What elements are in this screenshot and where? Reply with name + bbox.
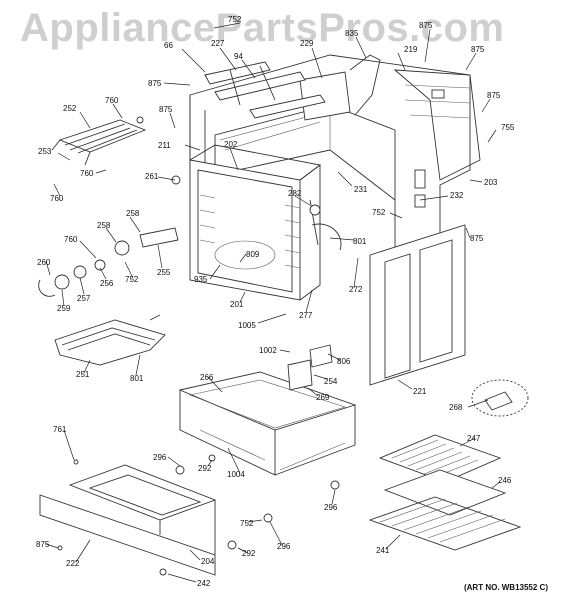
label-752-top: 752 xyxy=(228,15,242,24)
rear-panel xyxy=(393,69,481,208)
label-875-g: 875 xyxy=(36,540,50,549)
label-252: 252 xyxy=(63,104,77,113)
label-211: 211 xyxy=(158,141,171,150)
label-204: 204 xyxy=(201,557,215,566)
label-752-bottom: 752 xyxy=(240,519,254,528)
label-257: 257 xyxy=(77,294,91,303)
leader-lines xyxy=(45,22,501,583)
label-268: 268 xyxy=(449,403,463,412)
broil-pan xyxy=(378,434,507,516)
label-1002: 1002 xyxy=(259,346,277,355)
label-296-a: 296 xyxy=(153,453,167,462)
label-253: 253 xyxy=(38,147,52,156)
label-875-c: 875 xyxy=(471,45,485,54)
label-296-b: 296 xyxy=(324,503,338,512)
label-875-f: 875 xyxy=(470,234,484,243)
label-806: 806 xyxy=(337,357,351,366)
label-66: 66 xyxy=(164,41,173,50)
label-231: 231 xyxy=(354,185,368,194)
label-809: 809 xyxy=(246,250,260,259)
label-282: 282 xyxy=(288,189,302,198)
label-201: 201 xyxy=(230,300,244,309)
label-875-a: 875 xyxy=(148,79,162,88)
label-1005: 1005 xyxy=(238,321,256,330)
screws xyxy=(57,175,340,576)
label-755: 755 xyxy=(501,123,515,132)
label-219: 219 xyxy=(404,45,418,54)
oven-cavity xyxy=(189,144,322,301)
label-292-b: 292 xyxy=(242,549,256,558)
detail-inset xyxy=(471,379,529,417)
storage-drawer xyxy=(39,464,217,576)
side-panel xyxy=(369,224,466,386)
lower-chassis xyxy=(178,371,357,476)
label-254: 254 xyxy=(324,377,338,386)
label-752-left: 752 xyxy=(125,275,139,284)
mounting-bracket xyxy=(287,344,333,391)
label-256: 256 xyxy=(100,279,114,288)
label-232: 232 xyxy=(450,191,464,200)
bake-element xyxy=(54,314,166,366)
label-1004: 1004 xyxy=(227,470,245,479)
label-221: 221 xyxy=(413,387,427,396)
label-246: 246 xyxy=(498,476,512,485)
label-203: 203 xyxy=(484,178,498,187)
label-255: 255 xyxy=(157,268,171,277)
label-760-c: 760 xyxy=(50,194,64,203)
label-801-b: 801 xyxy=(130,374,144,383)
label-801-a: 801 xyxy=(353,237,367,246)
label-260: 260 xyxy=(37,258,51,267)
label-94: 94 xyxy=(234,52,243,61)
oven-sensor xyxy=(309,199,342,251)
label-241: 241 xyxy=(376,546,390,555)
igniter-assembly xyxy=(38,227,179,297)
part-labels: 752 66 227 229 94 875 835 875 219 875 87… xyxy=(36,15,515,588)
label-259: 259 xyxy=(57,304,71,313)
label-296-c: 296 xyxy=(277,542,291,551)
label-292-a: 292 xyxy=(198,464,212,473)
top-brackets xyxy=(204,61,326,119)
label-935: 935 xyxy=(194,275,208,284)
vent-duct xyxy=(299,54,381,121)
label-229: 229 xyxy=(300,39,314,48)
label-875-b: 875 xyxy=(419,21,433,30)
label-258-b: 258 xyxy=(97,221,111,230)
label-258-a: 258 xyxy=(126,209,140,218)
label-261: 261 xyxy=(145,172,159,181)
label-227: 227 xyxy=(211,39,225,48)
label-760-b: 760 xyxy=(80,169,94,178)
label-202: 202 xyxy=(224,140,238,149)
label-272: 272 xyxy=(349,285,363,294)
label-752-mid: 752 xyxy=(372,208,386,217)
label-277: 277 xyxy=(299,311,313,320)
oven-rack xyxy=(368,496,522,551)
label-266: 266 xyxy=(200,373,214,382)
broil-element xyxy=(51,116,147,166)
label-761: 761 xyxy=(53,425,67,434)
label-875-d: 875 xyxy=(487,91,501,100)
watermark: AppliancePartsPros.com xyxy=(20,6,505,50)
label-222: 222 xyxy=(66,559,80,568)
label-835: 835 xyxy=(345,29,359,38)
label-875-e: 875 xyxy=(159,105,173,114)
label-760-d: 760 xyxy=(64,235,78,244)
label-251: 251 xyxy=(76,370,90,379)
label-269: 269 xyxy=(316,393,330,402)
label-247: 247 xyxy=(467,434,481,443)
label-242: 242 xyxy=(197,579,211,588)
label-760-a: 760 xyxy=(105,96,119,105)
art-number: (ART NO. WB13552 C) xyxy=(463,583,548,592)
